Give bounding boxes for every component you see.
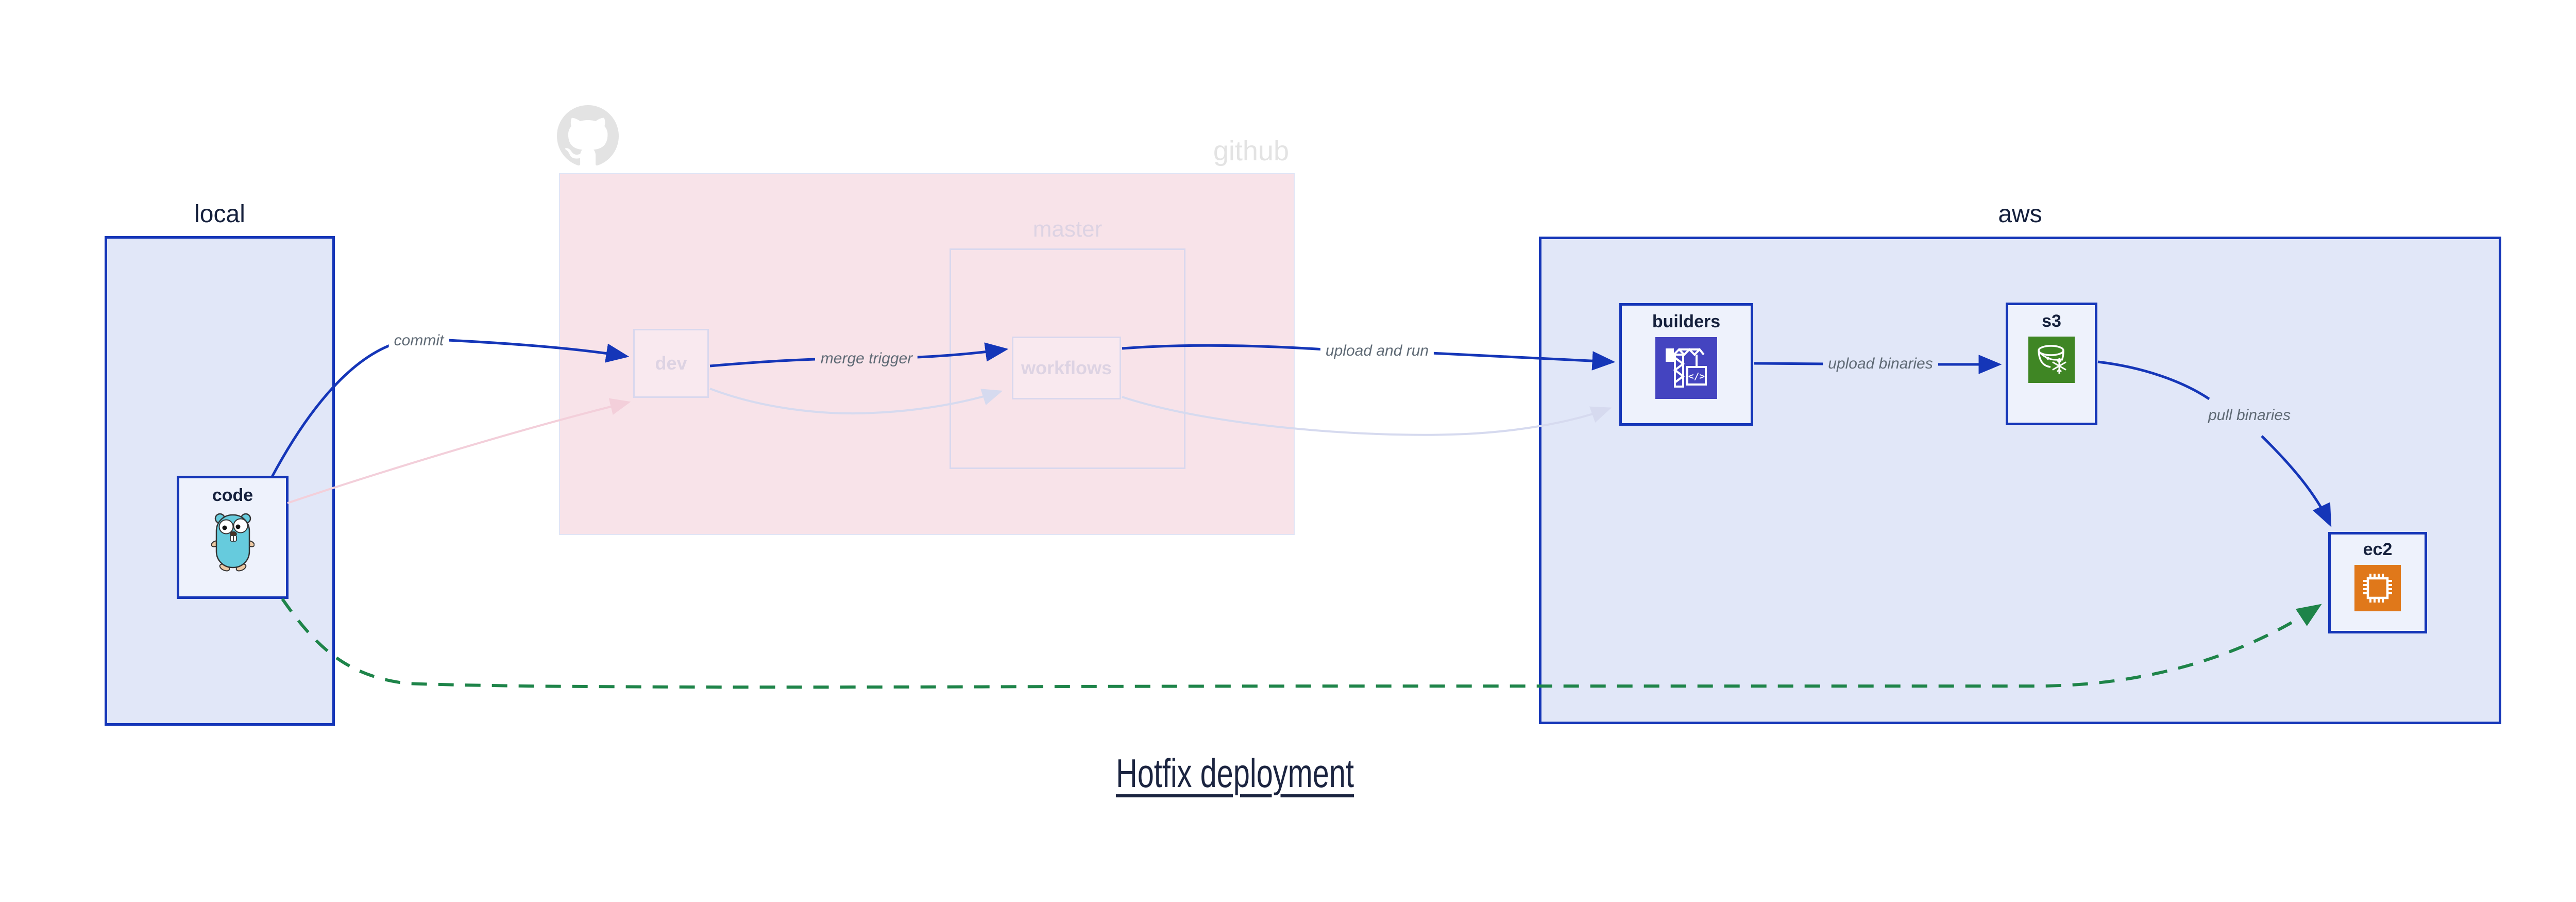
node-s3: s3 [2006, 303, 2097, 425]
edge-label-pull-binaries: pull binaries [2202, 406, 2296, 425]
aws-s3-glacier-icon [2028, 337, 2075, 386]
github-container-label: github [1213, 136, 1289, 166]
edge-label-upload-and-run: upload and run [1320, 341, 1434, 361]
node-builders-label: builders [1652, 312, 1721, 331]
local-container-label: local [194, 201, 245, 228]
node-builders: builders </> [1619, 303, 1753, 426]
node-code: code [177, 476, 289, 599]
github-octocat-icon [557, 105, 619, 170]
node-code-label: code [212, 486, 253, 505]
aws-ec2-icon [2354, 565, 2401, 614]
edge-label-merge-trigger: merge trigger [815, 349, 918, 369]
node-ec2: ec2 [2328, 532, 2427, 633]
aws-container-label: aws [1998, 201, 2042, 228]
go-gopher-icon [210, 511, 255, 574]
master-branch-label: master [1032, 216, 1103, 242]
aws-codebuild-icon: </> [1655, 337, 1717, 402]
svg-text:</>: </> [1688, 371, 1705, 382]
node-s3-label: s3 [2042, 311, 2061, 331]
edge-label-upload-binaries: upload binaries [1823, 354, 1938, 374]
diagram-title: Hotfix deployment [1116, 750, 1354, 796]
node-workflows: workflows [1012, 337, 1121, 399]
edge-label-commit: commit [388, 331, 449, 350]
node-dev-label: dev [655, 353, 687, 374]
node-ec2-label: ec2 [2363, 540, 2393, 559]
node-dev-branch: dev [633, 329, 709, 398]
node-workflows-label: workflows [1021, 357, 1112, 378]
master-branch-container [950, 248, 1185, 469]
